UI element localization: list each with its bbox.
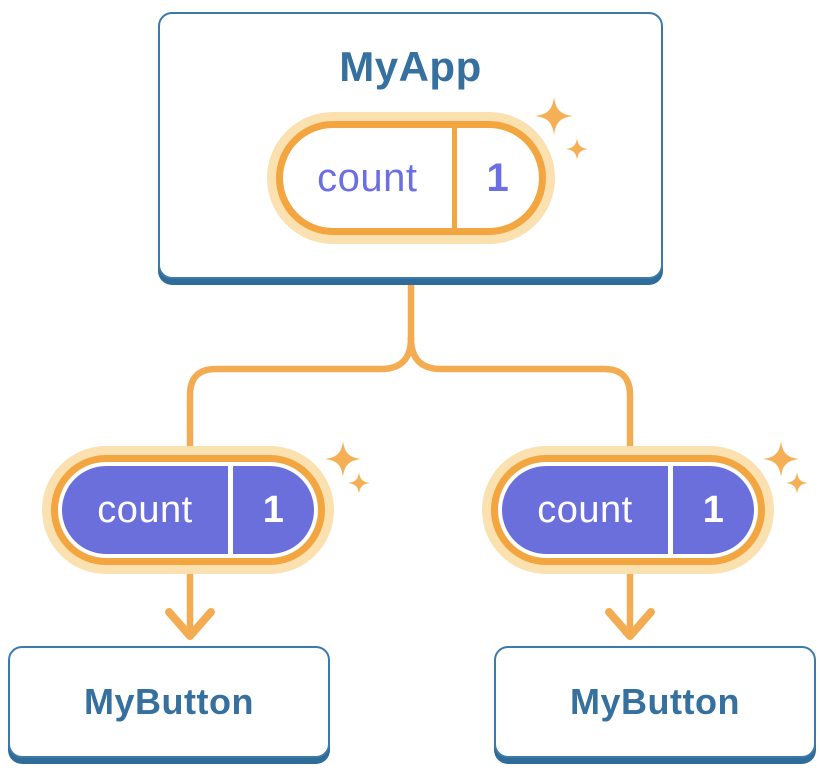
- pill-divider: [228, 466, 234, 554]
- arrowhead-left-icon: [165, 608, 215, 640]
- prop-pill-right: count 1: [482, 446, 774, 574]
- component-title: MyButton: [84, 681, 254, 722]
- state-pill-ring: count 1: [276, 121, 546, 235]
- state-name-label: count: [317, 155, 418, 200]
- branch-line-left: [186, 334, 415, 640]
- prop-pill-core: count 1: [502, 466, 754, 554]
- prop-value-label: 1: [262, 488, 285, 531]
- prop-pill-left: count 1: [42, 446, 334, 574]
- state-name-section: count: [283, 128, 452, 228]
- component-title: MyButton: [570, 681, 740, 722]
- prop-value-label: 1: [702, 488, 725, 531]
- prop-name-label: count: [97, 488, 193, 531]
- prop-pill-ring: count 1: [491, 455, 765, 565]
- prop-name-section: count: [62, 466, 228, 554]
- component-node-mybutton-left: MyButton: [8, 646, 330, 758]
- component-title: MyApp: [339, 43, 482, 90]
- arrowhead-right-icon: [605, 608, 655, 640]
- prop-name-label: count: [537, 488, 633, 531]
- prop-value-section: 1: [233, 466, 314, 554]
- branch-line-right: [407, 334, 634, 640]
- prop-pill-core: count 1: [62, 466, 314, 554]
- prop-name-section: count: [502, 466, 668, 554]
- state-pill-myapp: count 1: [267, 112, 555, 244]
- pill-divider: [451, 128, 457, 228]
- component-node-mybutton-right: MyButton: [494, 646, 816, 758]
- prop-value-section: 1: [673, 466, 754, 554]
- state-value-section: 1: [457, 128, 539, 228]
- pill-divider: [668, 466, 674, 554]
- state-value-label: 1: [486, 155, 510, 200]
- prop-pill-ring: count 1: [51, 455, 325, 565]
